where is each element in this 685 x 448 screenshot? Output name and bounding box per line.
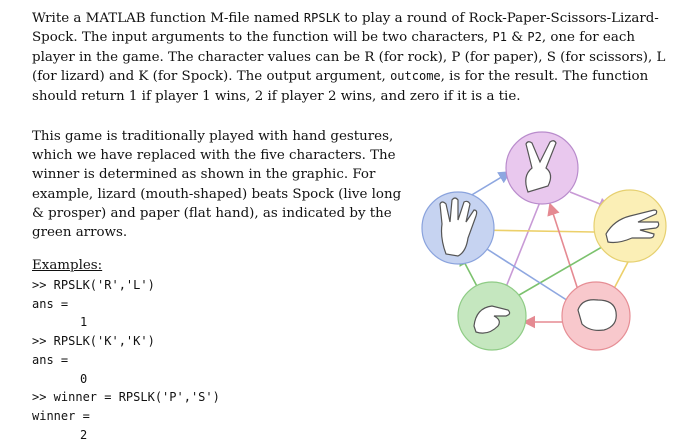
code-line-7: >> winner = RPSLK('P','S') [32, 390, 220, 405]
rock-node [561, 281, 631, 351]
arg-p1: P1 [492, 30, 507, 45]
output-arg: outcome [390, 69, 441, 84]
scissors-node [505, 131, 579, 205]
rpsls-graphic [421, 131, 667, 351]
rock-fist-icon [577, 299, 617, 331]
code-line-8: winner = [32, 408, 90, 423]
game-description: This game is traditionally played with h… [32, 129, 402, 241]
lizard-hand-icon [473, 305, 511, 334]
intro-amp: & [506, 30, 528, 46]
function-name: RPSLK [303, 11, 341, 25]
code-line-2: ans = [32, 296, 69, 311]
spock-hand-icon [439, 197, 478, 257]
code-line-6: 0 [80, 371, 88, 386]
intro-text-1: Write a MATLAB function M-file named [32, 11, 304, 26]
code-line-5: ans = [32, 352, 69, 367]
code-line-9: 2 [80, 427, 88, 442]
examples-code: >> RPSLK('R','L') ans = 1 >> RPSLK('K','… [32, 276, 220, 444]
intro-text-3: , one for each player in the game. The c… [32, 30, 666, 85]
problem-statement: Write a MATLAB function M-file named RPS… [32, 9, 672, 106]
paper-node [593, 189, 667, 263]
examples-title: Examples: [32, 258, 103, 273]
spock-node [421, 191, 495, 265]
intro-text-2: to play a round of Rock-Paper-Scissors-L… [32, 11, 659, 46]
scissors-hand-icon [525, 140, 557, 193]
code-line-4: >> RPSLK('K','K') [32, 334, 155, 349]
arg-p2: P2 [527, 30, 542, 45]
code-line-3: 1 [80, 315, 88, 330]
code-line-1: >> RPSLK('R','L') [32, 278, 155, 292]
paper-hand-icon [605, 209, 660, 244]
intro-text-4: , is for the result. The function should… [32, 69, 649, 104]
lizard-node [457, 281, 527, 351]
